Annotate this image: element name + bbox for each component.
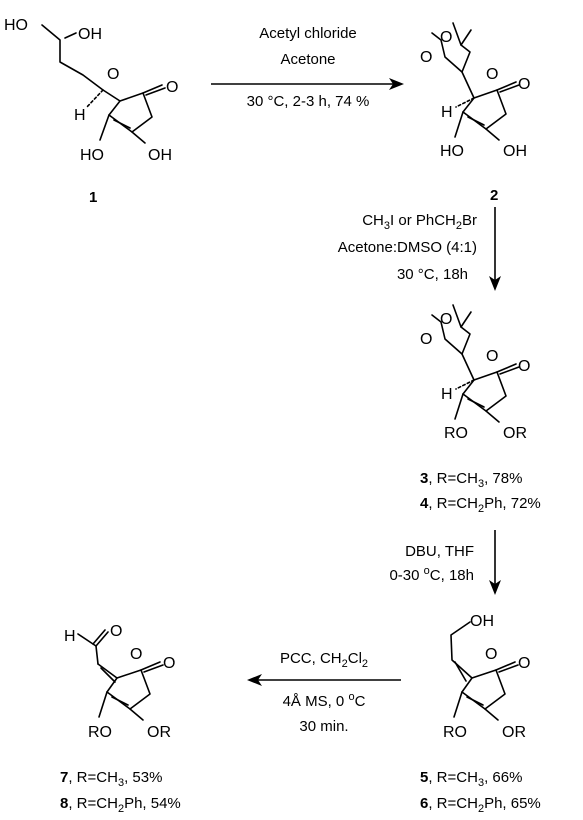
atom-label: O: [518, 358, 530, 375]
atom-label: H: [441, 386, 453, 403]
atom-label: O: [518, 655, 530, 672]
atom-label: OH: [503, 143, 527, 160]
condition-text: 0-30 oC, 18h: [389, 565, 474, 584]
compound-label: 8, R=CH2Ph, 54%: [60, 795, 181, 815]
condition-text: Acetone: [280, 51, 335, 68]
atom-label: RO: [443, 724, 467, 741]
atom-label: H: [441, 104, 453, 121]
atom-label: OR: [147, 724, 171, 741]
compound-label: 5, R=CH3, 66%: [420, 769, 522, 789]
atom-label: O: [486, 348, 498, 365]
atom-label: O: [163, 655, 175, 672]
condition-text: Acetone:DMSO (4:1): [338, 239, 477, 256]
reaction-arrow-1: Acetyl chloride Acetone 30 °C, 2-3 h, 74…: [211, 25, 404, 110]
condition-text: PCC, CH2Cl2: [280, 650, 368, 670]
condition-text: 30 °C, 18h: [397, 266, 468, 283]
compound-2: O O O O H HO OH 2: [420, 22, 530, 204]
compound-1: HO OH O O H HO OH 1: [4, 17, 178, 206]
compound-label: 7, R=CH3, 53%: [60, 769, 162, 789]
reaction-arrow-2: CH3I or PhCH2Br Acetone:DMSO (4:1) 30 °C…: [338, 207, 501, 291]
atom-label: HO: [80, 147, 104, 164]
atom-label: O: [420, 331, 432, 348]
atom-label: O: [486, 66, 498, 83]
atom-label: O: [440, 311, 452, 328]
compound-label: 3, R=CH3, 78%: [420, 470, 522, 490]
atom-label: RO: [88, 724, 112, 741]
atom-label: O: [440, 29, 452, 46]
atom-label: O: [485, 646, 497, 663]
atom-label: OH: [470, 613, 494, 630]
compound-5-6: OH O O RO OR 5, R=CH3, 66% 6, R=CH2Ph, 6…: [420, 613, 541, 815]
condition-text: 4Å MS, 0 oC: [283, 691, 366, 710]
atom-label: OR: [503, 425, 527, 442]
atom-label: O: [166, 79, 178, 96]
atom-label: HO: [440, 143, 464, 160]
atom-label: OR: [502, 724, 526, 741]
atom-label: O: [420, 49, 432, 66]
atom-label: O: [130, 646, 142, 663]
compound-label: 6, R=CH2Ph, 65%: [420, 795, 541, 815]
atom-label: OH: [148, 147, 172, 164]
atom-label: H: [74, 107, 86, 124]
compound-number: 2: [490, 187, 498, 204]
condition-text: 30 °C, 2-3 h, 74 %: [247, 93, 370, 110]
atom-label: O: [110, 623, 122, 640]
compound-label: 4, R=CH2Ph, 72%: [420, 495, 541, 515]
reaction-arrow-3: DBU, THF 0-30 oC, 18h: [389, 530, 501, 595]
condition-text: Acetyl chloride: [259, 25, 357, 42]
atom-label: H: [64, 628, 76, 645]
atom-label: RO: [444, 425, 468, 442]
condition-text: CH3I or PhCH2Br: [362, 212, 477, 232]
atom-label: O: [518, 76, 530, 93]
atom-label: OH: [78, 26, 102, 43]
atom-label: HO: [4, 17, 28, 34]
condition-text: DBU, THF: [405, 543, 474, 560]
compound-7-8: H O O O RO OR 7, R=CH3, 53% 8, R=CH2Ph, …: [60, 623, 181, 815]
atom-label: O: [107, 66, 119, 83]
compound-3-4: O O O O H RO OR 3, R=CH3, 78% 4, R=CH2Ph…: [420, 304, 541, 515]
condition-text: 30 min.: [299, 718, 348, 735]
reaction-arrow-4: PCC, CH2Cl2 4Å MS, 0 oC 30 min.: [247, 650, 401, 735]
compound-number: 1: [89, 189, 97, 206]
